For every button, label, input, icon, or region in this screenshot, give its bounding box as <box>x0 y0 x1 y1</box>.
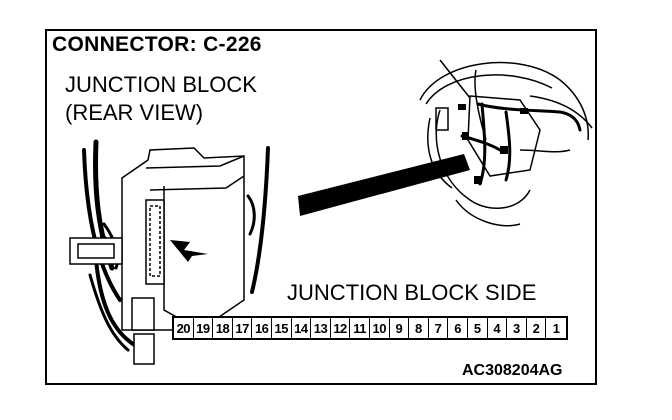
connector-pin-14: 14 <box>292 318 312 338</box>
vertical-harness <box>246 146 270 294</box>
connector-pin-13: 13 <box>311 318 331 338</box>
connector-pin-5: 5 <box>468 318 488 338</box>
junction-block-side-label: JUNCTION BLOCK SIDE <box>287 280 537 305</box>
connector-pin-10: 10 <box>370 318 390 338</box>
connector-pin-1: 1 <box>552 320 560 336</box>
connector-pin-15: 15 <box>272 318 292 338</box>
connector-pin-20: 20 <box>174 318 194 338</box>
connector-pin-16: 16 <box>252 318 272 338</box>
connector-pin-12: 12 <box>331 318 351 338</box>
connector-pin-9: 9 <box>390 318 410 338</box>
connector-pin-8: 8 <box>409 318 429 338</box>
diagram-frame <box>45 29 597 385</box>
connector-pin-2: 2 <box>527 318 547 338</box>
connector-pin-3: 3 <box>507 318 527 338</box>
connector-pin-6: 6 <box>448 318 468 338</box>
connector-pin-11: 11 <box>350 318 370 338</box>
dashboard-illustration <box>419 59 593 227</box>
connector-title: CONNECTOR: C-226 <box>52 33 262 56</box>
dashboard-harness <box>460 102 582 186</box>
connector-pin-17: 17 <box>233 318 253 338</box>
connector-pin-4: 4 <box>488 318 508 338</box>
figure-code: AC308204AG <box>462 362 563 379</box>
callout-beam <box>298 154 470 216</box>
view-caption-line2: (REAR VIEW) <box>65 100 204 125</box>
connector-pin-19: 19 <box>194 318 214 338</box>
view-caption-line1: JUNCTION BLOCK <box>65 72 257 97</box>
dashboard-connectors <box>458 104 528 184</box>
pointer-arrow <box>170 240 208 262</box>
connector-pin-18: 18 <box>213 318 233 338</box>
junction-block-body <box>69 147 245 365</box>
connector-pin-7: 7 <box>429 318 449 338</box>
